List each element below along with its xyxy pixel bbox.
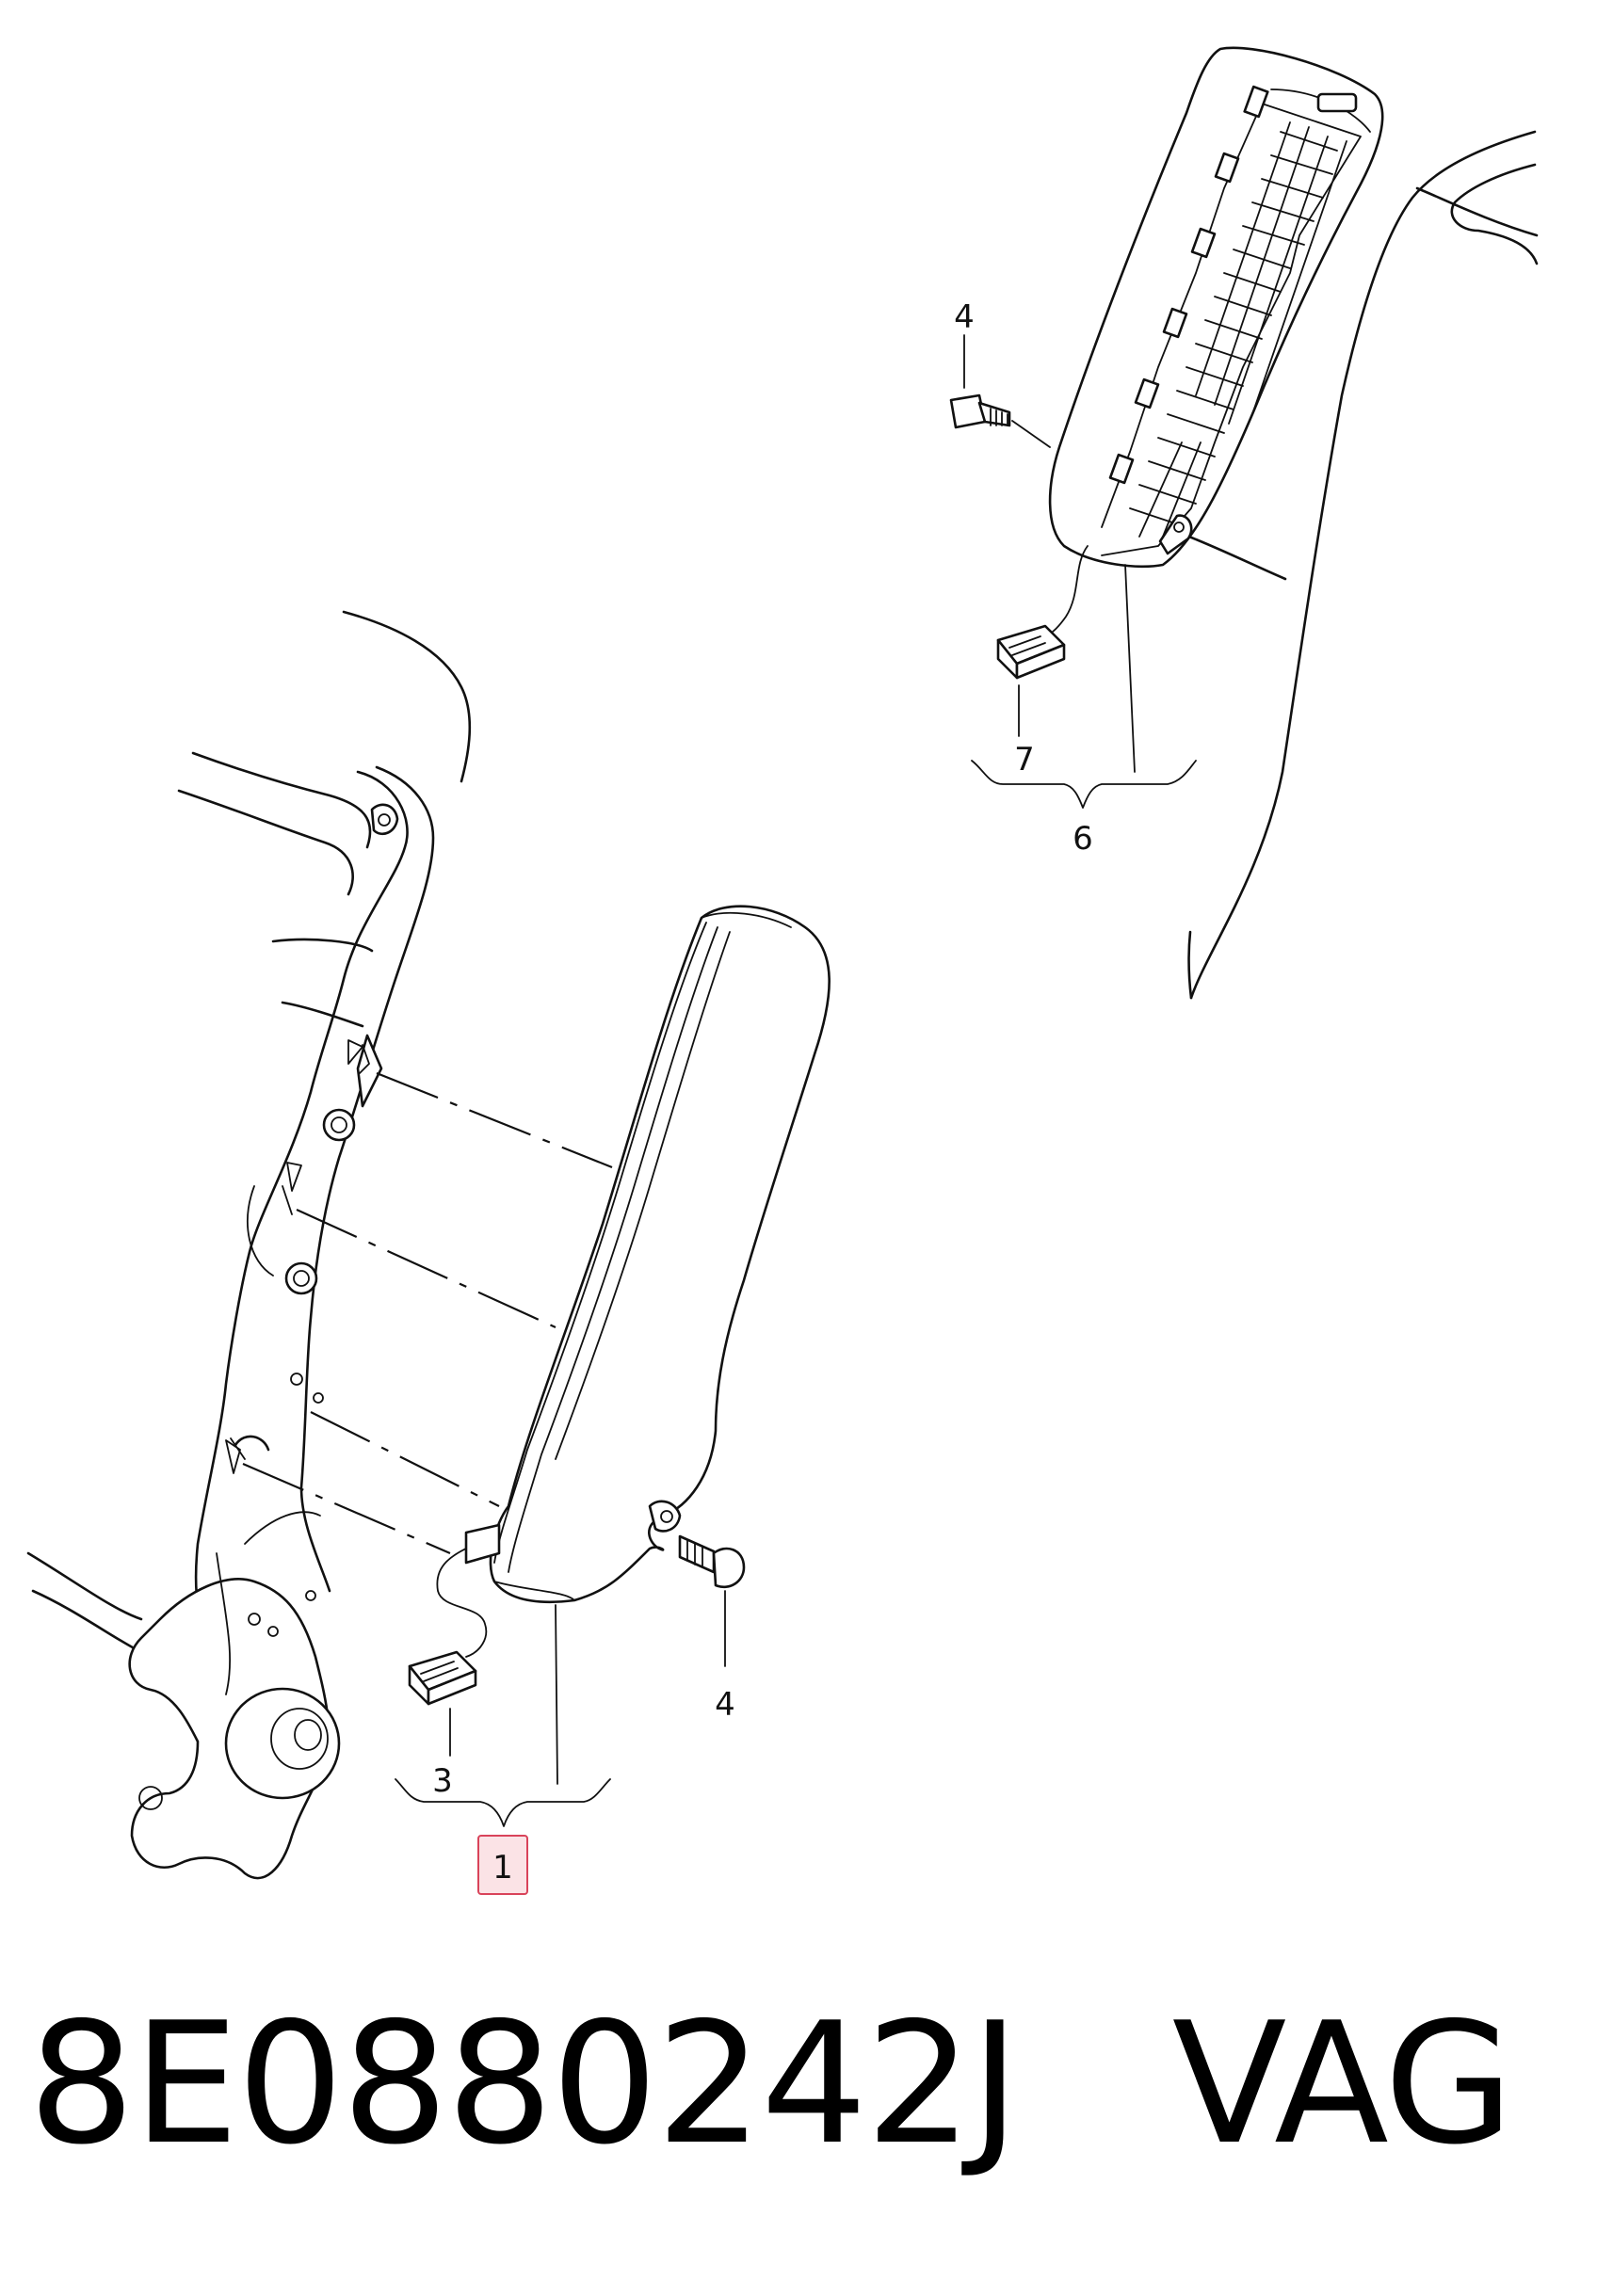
alignment-lines: [242, 1071, 613, 1555]
leader-lines-lower: [395, 1590, 726, 1827]
bolt-lower: [678, 1534, 746, 1588]
caption-spacer: [1018, 1986, 1172, 2181]
callout-4-lower: 4: [715, 1686, 735, 1724]
callout-1: 1: [492, 1849, 513, 1887]
leader-lines-upper: [963, 334, 1197, 809]
side-airbag-module-lower: [489, 905, 831, 1604]
seat-frame: [26, 610, 472, 1880]
callout-7: 7: [1014, 741, 1035, 779]
airbag-clips-upper: [1108, 85, 1358, 485]
callout-6: 6: [1073, 820, 1093, 858]
part-number: 8E0880242J: [28, 1986, 1020, 2181]
callout-4-upper: 4: [954, 298, 975, 336]
bolt-upper: [949, 393, 1051, 448]
part-number-caption: 8E0880242J VAG: [28, 2000, 1514, 2168]
brand-name: VAG: [1171, 1986, 1514, 2181]
callout-3: 3: [432, 1762, 453, 1800]
frame-slots: [230, 1044, 370, 1460]
callout-1-highlight: [477, 1835, 528, 1895]
side-airbag-module-upper: [1048, 46, 1384, 569]
airbag-mesh-grid: [1129, 121, 1347, 538]
airbag-connector-upper: [996, 545, 1089, 680]
airbag-connector-lower: [408, 1523, 501, 1706]
